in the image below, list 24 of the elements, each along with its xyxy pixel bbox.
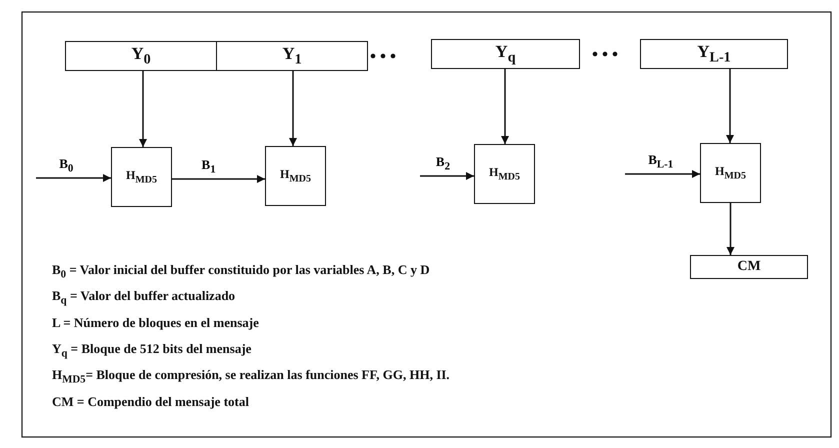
legend-definition: CM = Compendio del mensaje total: [52, 394, 249, 410]
block-cell: Y$_{0}$: [65, 41, 217, 71]
block-cell: Y$_{q}$: [431, 39, 580, 69]
output-box: CM: [690, 255, 808, 279]
legend-definition: H$_{MD5}$= Bloque de compresión, se realizan las funciones FF, GG, HH, II.: [52, 367, 450, 386]
block-cell: Y$_{1}$: [216, 41, 368, 71]
arrow: [420, 172, 474, 180]
arrow: [625, 170, 700, 178]
process-box: H$_{MD5}$: [474, 144, 535, 204]
legend-definition: B$_{0}$ = Valor inicial del buffer constituido por las variables A, B, C y D: [52, 262, 430, 281]
block-cell: Y$_{L-1}$: [640, 39, 788, 69]
arrow: [501, 69, 509, 144]
process-box: H$_{MD5}$: [111, 147, 172, 207]
legend-definition: L = Número de bloques en el mensaje: [52, 314, 259, 331]
arrow: [289, 71, 297, 146]
process-box: H$_{MD5}$: [265, 146, 326, 206]
arrow: [36, 174, 111, 182]
arrow: [139, 71, 147, 147]
arrow: [726, 69, 734, 143]
arrow: [172, 175, 265, 183]
process-box: H$_{MD5}$: [700, 143, 761, 203]
legend-definition: B$_{q}$ = Valor del buffer actualizado: [52, 288, 236, 307]
legend-definition: Y$_{q}$ = Bloque de 512 bits del mensaje: [52, 340, 252, 360]
arrow: [726, 203, 734, 255]
